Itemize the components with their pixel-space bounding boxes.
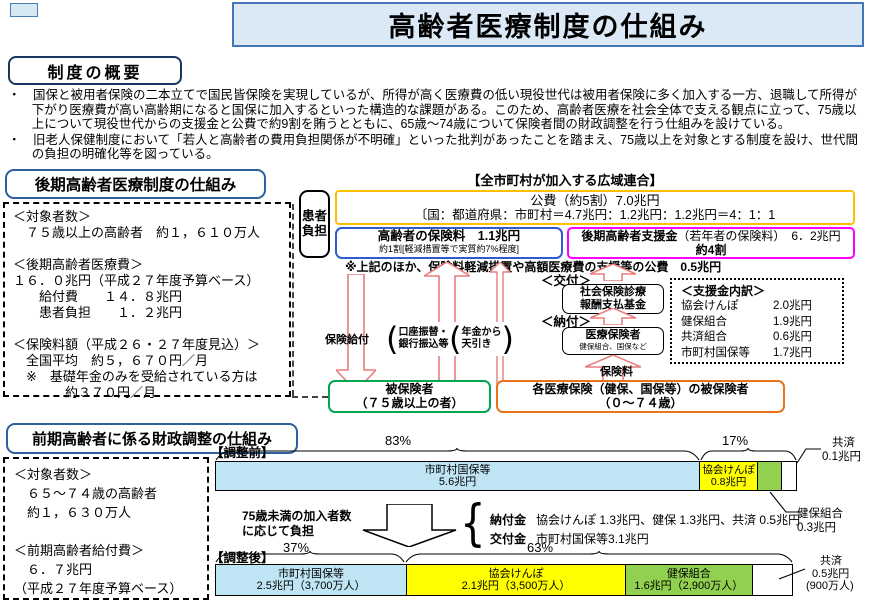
payment-up-arrow-icon [590, 308, 636, 325]
info-line: 給付費 １４．８兆円 [13, 289, 183, 304]
info-line [13, 321, 281, 337]
public-funds-note: ※上記のほか、保険料軽減措置や高額医療費の支援等の公費 0.5兆円 [345, 260, 722, 274]
open-paren-icon: ( [449, 320, 462, 358]
info-line: 約３７０円／月 [13, 385, 157, 400]
overview-heading: 制度の概要 [8, 56, 182, 85]
bar-segment-kyosai [751, 565, 792, 595]
insured-0to74-box: 各医療保険（健保、国保等）の被保険者 （０～７４歳） [496, 380, 785, 413]
info-line: ＜前期高齢者給付費＞ [14, 543, 145, 558]
kofukin-row: 交付金 市町村国保等3.1兆円 [490, 532, 649, 546]
premium-flow-up-arrow-icon [585, 355, 641, 381]
breakdown-row: 市町村国保等 1.7兆円 [681, 346, 812, 359]
info-line: ＜対象者数＞ [13, 209, 92, 224]
breakdown-row: 協会けんぽ 2.0兆円 [681, 300, 812, 312]
under75-note: 75歳未満の加入者数 に応じて負担 [242, 509, 352, 538]
kenpo-callout-line-icon [769, 492, 801, 513]
kyosai-after-label: 共済 0.5兆円 (900万人) [806, 555, 854, 592]
brace-63-icon [405, 551, 793, 563]
bar-segment-municipal: 市町村国保等 2.5兆円（3,700万人） [216, 565, 407, 595]
info-line: 患者負担 １．２兆円 [13, 305, 183, 320]
overview-bullets: ・ 国保と被用者保険の二本立てで国民皆保険を実現しているが、所得が高く医療費の低… [8, 88, 864, 163]
bar-segment-municipal: 市町村国保等 5.6兆円 [216, 462, 700, 490]
early-elderly-heading: 前期高齢者に係る財政調整の仕組み [6, 423, 298, 454]
kenpo-before-label: 健保組合 0.3兆円 [797, 508, 843, 534]
insured-75plus-box: 被保険者 （７５歳以上の者） [328, 380, 491, 413]
overview-bullet: ・ 国保と被用者保険の二本立てで国民皆保険を実現しているが、所得が高く医療費の低… [8, 88, 858, 132]
before-pct-small: 17% [722, 433, 749, 448]
page-title: 高齢者医療制度の仕組み [232, 2, 864, 47]
corner-decoration [10, 3, 38, 17]
info-line: ＜保険料額（平成２６・２７年度見込）＞ [13, 337, 261, 352]
kyosai-before-label: 共済 0.1兆円 [822, 437, 861, 463]
support-breakdown-box: ＜支援金内訳＞ 協会けんぽ 2.0兆円 健保組合 1.9兆円 共済組合 0.6兆… [670, 278, 844, 364]
breakdown-row: 健保組合 1.9兆円 [681, 315, 812, 328]
early-elderly-info-box: ＜対象者数＞ ６５～７４歳の高齢者 約１，６３０万人 ＜前期高齢者給付費＞ ６．… [3, 457, 209, 600]
bar-segment-kyosai [780, 462, 796, 490]
late-elderly-info-box: ＜対象者数＞ ７５歳以上の高齢者 約１，６１０万人 ＜後期高齢者医療費＞ １６．… [3, 202, 291, 400]
before-pct-main: 83% [385, 433, 412, 448]
overview-bullet: ・ 旧老人保健制度において「若人と高齢者の費用負担関係が不明確」といった批判があ… [8, 132, 859, 162]
benefit-label: 保険給付 [325, 334, 369, 346]
info-line: 全国平均 約５，６７０円／月 [13, 353, 209, 368]
info-line: ※ 基礎年金のみを受給されている方は [13, 369, 258, 384]
transfer-brace-icon: { [460, 494, 486, 552]
adjustment-down-arrow-icon [362, 504, 457, 547]
open-paren-icon: ( [386, 320, 399, 358]
bar-segment-kyokai: 協会けんぽ 2.1兆円（3,500万人） [406, 565, 625, 595]
bar-segment-kenpo [757, 462, 781, 490]
info-line: ＜対象者数＞ [14, 467, 93, 482]
premium-flow-label: 保険料 [600, 366, 633, 378]
info-line: １６．０兆円（平成２７年度予算ベース） [13, 273, 260, 288]
bar-segment-kenpo: 健保組合 1.6兆円（2,900万人） [624, 565, 752, 595]
late-elderly-heading: 後期高齢者医療制度の仕組み [5, 169, 266, 199]
support-payment-box: 後期高齢者支援金（若年者の保険料） 6．2兆円 約4割 [567, 227, 855, 259]
patient-dashed-connector-horizontal [292, 396, 328, 398]
after-pct-main: 37% [283, 540, 310, 555]
patient-burden-box: 患者 負担 [299, 190, 330, 258]
breakdown-row: 共済組合 0.6兆円 [681, 331, 812, 343]
nofukin-row: 納付金 協会けんぽ 1.3兆円、健保 1.3兆円、共済 0.5兆円 [490, 513, 801, 527]
info-line: （平成２７年度予算ベース） [14, 581, 183, 596]
info-line [13, 241, 281, 257]
grant-up-arrow-icon [590, 264, 636, 281]
info-line [14, 522, 198, 541]
union-title: 【全市町村が加入する広域連合】 [467, 173, 663, 188]
close-paren-icon: ) [501, 320, 514, 358]
medical-insurer-box: 医療保険者 健保組合、国保など [562, 327, 664, 355]
kyosai-callout-line-icon [796, 448, 821, 464]
public-funds-box: 公費（約5割）7.0兆円 〔国：都道府県：市町村＝4.7兆円：1.2兆円：1.2… [335, 190, 855, 225]
before-adjustment-bar: 市町村国保等 5.6兆円 協会けんぽ 0.8兆円 [215, 461, 797, 491]
bar-segment-kyokai: 協会けんぽ 0.8兆円 [699, 462, 758, 490]
info-line: 約１，６３０万人 [14, 505, 132, 520]
kyosai-after-callout-line-icon [778, 568, 806, 580]
after-pct-small: 63% [527, 540, 554, 555]
brace-83-icon [215, 448, 700, 461]
elderly-premium-box: 高齢者の保険料 1.1兆円 約1割[軽減措置等で実質約7%程度] [335, 227, 563, 259]
info-line: ＜後期高齢者医療費＞ [13, 257, 144, 272]
patient-dashed-connector-vertical [292, 204, 294, 396]
page-title-text: 高齢者医療制度の仕組み [388, 12, 708, 42]
pension-deduction-bracket: ( 年金から 天引き ) [449, 320, 514, 358]
info-line: ６．７兆円 [14, 562, 93, 577]
info-line: ７５歳以上の高齢者 約１，６１０万人 [13, 225, 261, 240]
payment-label: ＜納付＞ [541, 315, 592, 329]
after-adjustment-bar: 市町村国保等 2.5兆円（3,700万人） 協会けんぽ 2.1兆円（3,500万… [215, 564, 793, 596]
brace-17-icon [700, 448, 797, 461]
before-adjustment-label: 【調整前】 [211, 446, 274, 460]
info-line: ６５～７４歳の高齢者 [14, 486, 158, 501]
brace-37-icon [215, 551, 405, 563]
